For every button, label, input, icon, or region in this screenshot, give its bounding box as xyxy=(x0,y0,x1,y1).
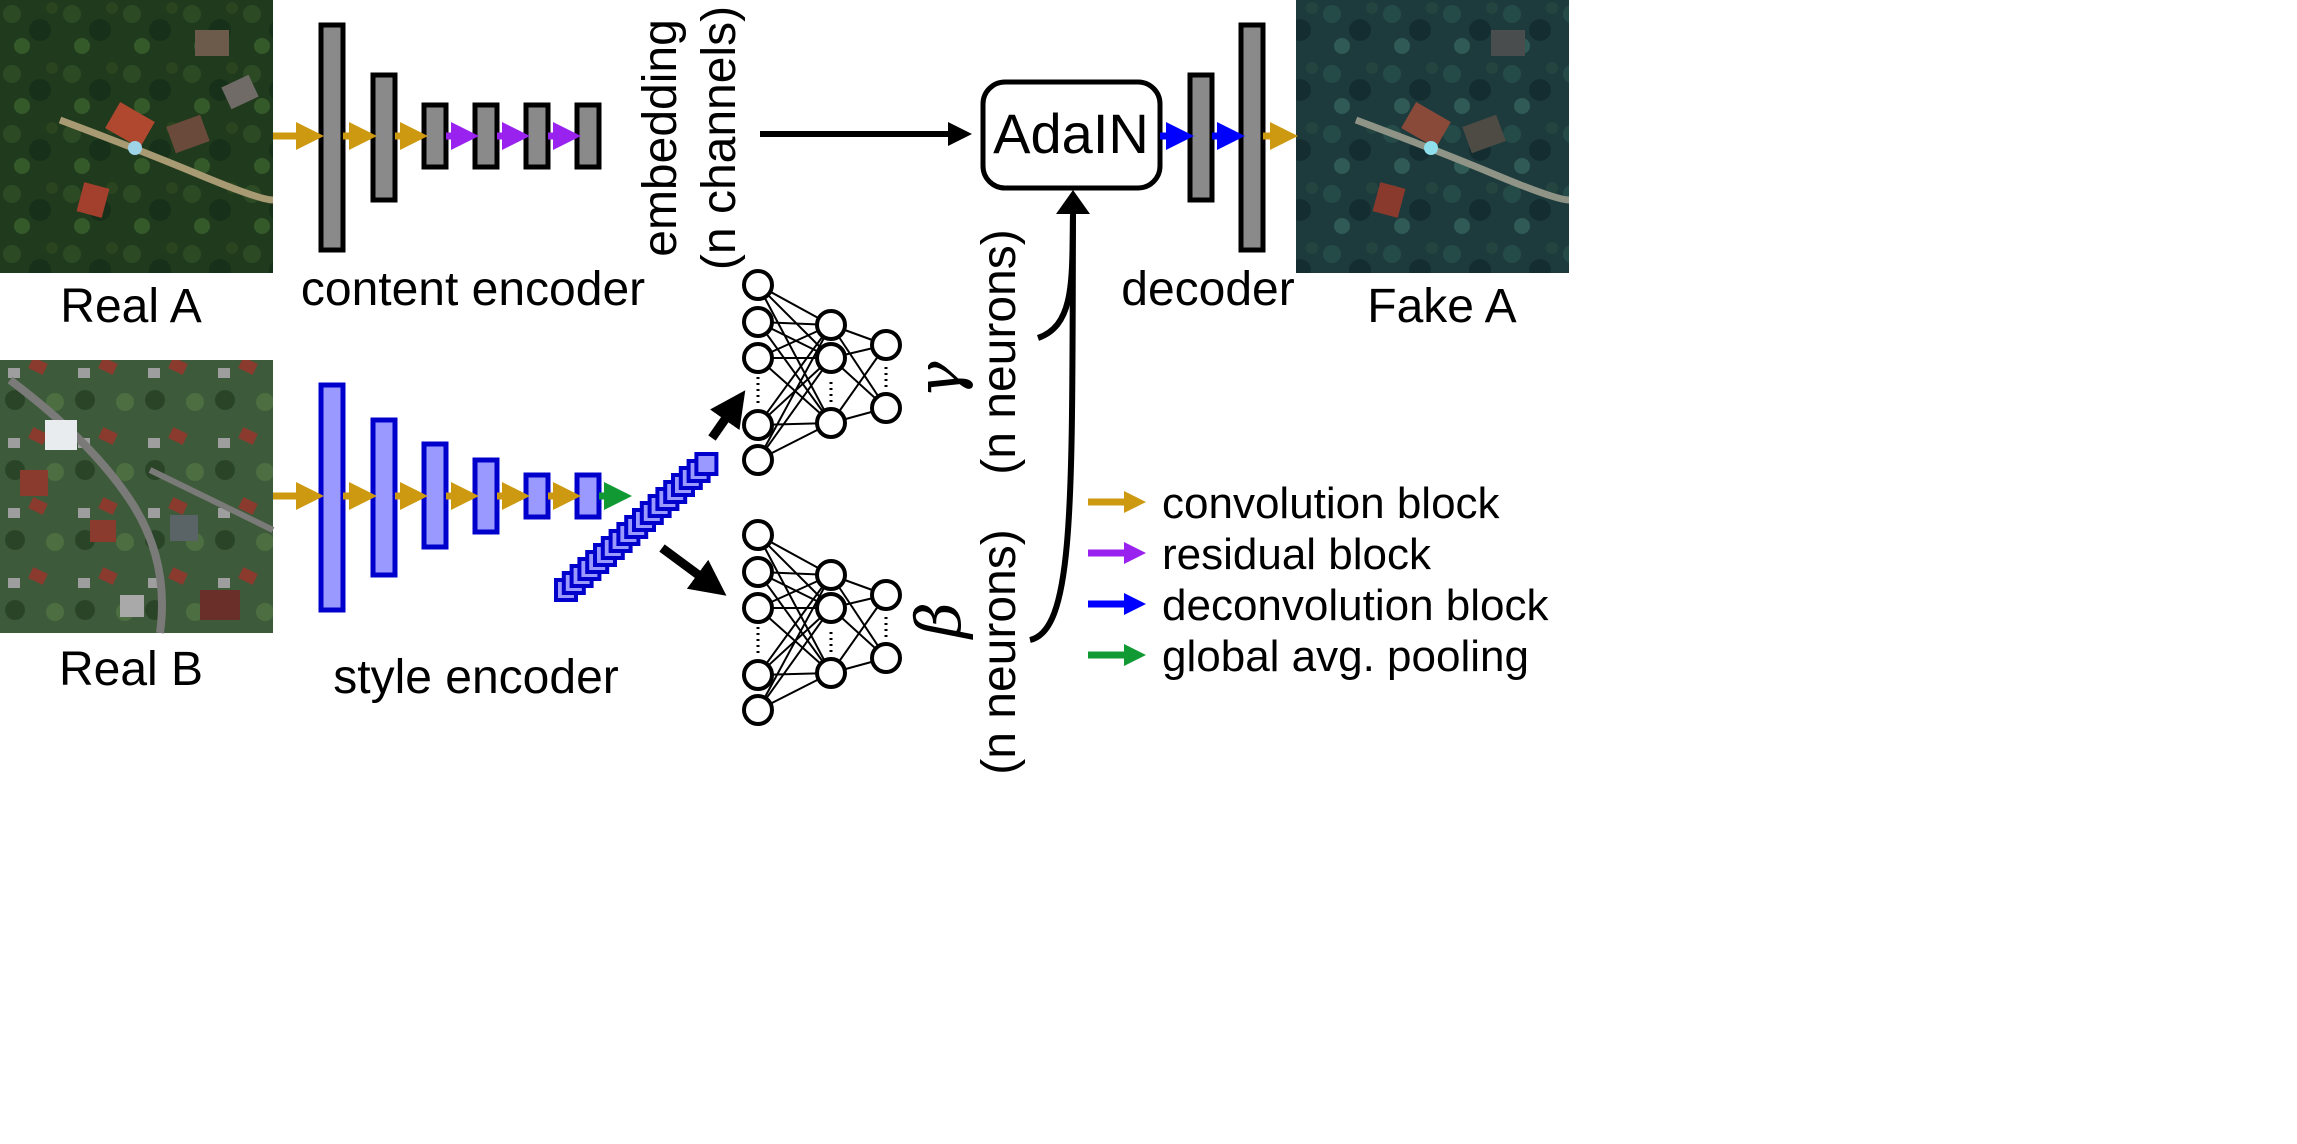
mlp-neuron xyxy=(815,407,847,439)
mlp-neuron xyxy=(815,657,847,689)
embedding-channels-label: (n channels) xyxy=(693,6,746,270)
style-encoder xyxy=(273,382,632,613)
style-block-4 xyxy=(472,457,500,535)
mlp-neuron xyxy=(870,642,902,674)
style-block-1 xyxy=(318,382,346,613)
mlp-neuron xyxy=(742,269,774,301)
mlp-neuron xyxy=(870,579,902,611)
style-encoder-label: style encoder xyxy=(333,651,619,704)
adain-label: AdaIN xyxy=(993,102,1149,165)
pooled-style-vector xyxy=(554,452,719,602)
arrow-to-gamma-mlp xyxy=(708,390,746,441)
mlp-edge xyxy=(757,357,832,461)
mlp-edge xyxy=(757,284,832,424)
mlp-neuron xyxy=(815,559,847,591)
mlp-neuron xyxy=(870,329,902,361)
mlp-edge xyxy=(757,324,832,426)
mlp-edge xyxy=(757,571,832,674)
content-block-3 xyxy=(421,102,449,170)
mlp-neuron xyxy=(870,392,902,424)
mlp-neuron xyxy=(742,592,774,624)
mlp-neuron xyxy=(815,342,847,374)
legend-arrow-head xyxy=(1124,542,1146,564)
style-block-6 xyxy=(574,472,602,520)
gamma-neurons-label: (n neurons) xyxy=(973,229,1026,474)
legend-arrow-head xyxy=(1124,491,1146,513)
legend-label: convolution block xyxy=(1162,479,1501,528)
beta-mlp xyxy=(742,519,902,726)
mlp-neuron xyxy=(742,409,774,441)
mlp-neuron xyxy=(815,309,847,341)
mlp-edge xyxy=(757,607,832,711)
legend-label: residual block xyxy=(1162,530,1432,579)
real-a-image xyxy=(0,0,274,273)
mlp-neuron xyxy=(742,342,774,374)
mlp-edge xyxy=(830,324,887,409)
decoder-block-1 xyxy=(1187,72,1215,203)
arrow-head-to-adain xyxy=(1056,190,1090,214)
mlp-edge xyxy=(830,574,887,659)
mlp-neuron xyxy=(742,694,774,726)
fake-a-image xyxy=(1296,0,1570,273)
beta-symbol: β xyxy=(902,602,975,640)
decoder-label: decoder xyxy=(1121,263,1294,316)
legend-item: residual block xyxy=(1088,530,1432,579)
decoder xyxy=(1160,22,1298,253)
content-block-5 xyxy=(523,102,551,170)
legend-item: global avg. pooling xyxy=(1088,632,1529,681)
content-block-1 xyxy=(318,22,346,253)
style-block-3 xyxy=(421,441,449,550)
real-a-label: Real A xyxy=(60,280,201,333)
mlp-neuron xyxy=(742,306,774,338)
content-block-4 xyxy=(472,102,500,170)
beta-curve xyxy=(1029,211,1076,643)
arrow-to-beta-mlp xyxy=(659,544,727,596)
legend-label: global avg. pooling xyxy=(1162,632,1529,681)
pooled-cell xyxy=(694,452,719,476)
real-b-label: Real B xyxy=(59,643,203,696)
content-block-6 xyxy=(574,102,602,170)
legend-item: deconvolution block xyxy=(1088,581,1549,630)
mlp-neuron xyxy=(742,659,774,691)
beta-neurons-label: (n neurons) xyxy=(973,529,1026,774)
mlp-neuron xyxy=(742,556,774,588)
content-block-2 xyxy=(370,72,398,203)
legend-arrow-head xyxy=(1124,593,1146,615)
fake-a-label: Fake A xyxy=(1367,280,1516,333)
real-b-image xyxy=(0,360,275,634)
gamma-symbol: γ xyxy=(902,361,975,399)
content-encoder-label: content encoder xyxy=(301,263,645,316)
gamma-curve xyxy=(1036,211,1076,341)
legend-item: convolution block xyxy=(1088,479,1501,528)
mlp-edge xyxy=(757,321,832,424)
mlp-edge xyxy=(757,574,832,676)
style-block-2 xyxy=(370,417,398,578)
mlp-edge xyxy=(757,534,832,674)
mlp-neuron xyxy=(815,592,847,624)
decoder-block-2 xyxy=(1238,22,1266,253)
flow-arrows xyxy=(659,122,1090,643)
mlp-neuron xyxy=(742,444,774,476)
legend-arrow-head xyxy=(1124,644,1146,666)
embedding-label: embedding xyxy=(634,19,687,257)
style-block-5 xyxy=(523,472,551,520)
gamma-mlp xyxy=(742,269,902,476)
mlp-neuron xyxy=(742,519,774,551)
mlp-edge xyxy=(757,324,832,461)
legend-label: deconvolution block xyxy=(1162,581,1549,630)
content-encoder xyxy=(273,22,602,253)
mlp-edge xyxy=(757,574,832,711)
